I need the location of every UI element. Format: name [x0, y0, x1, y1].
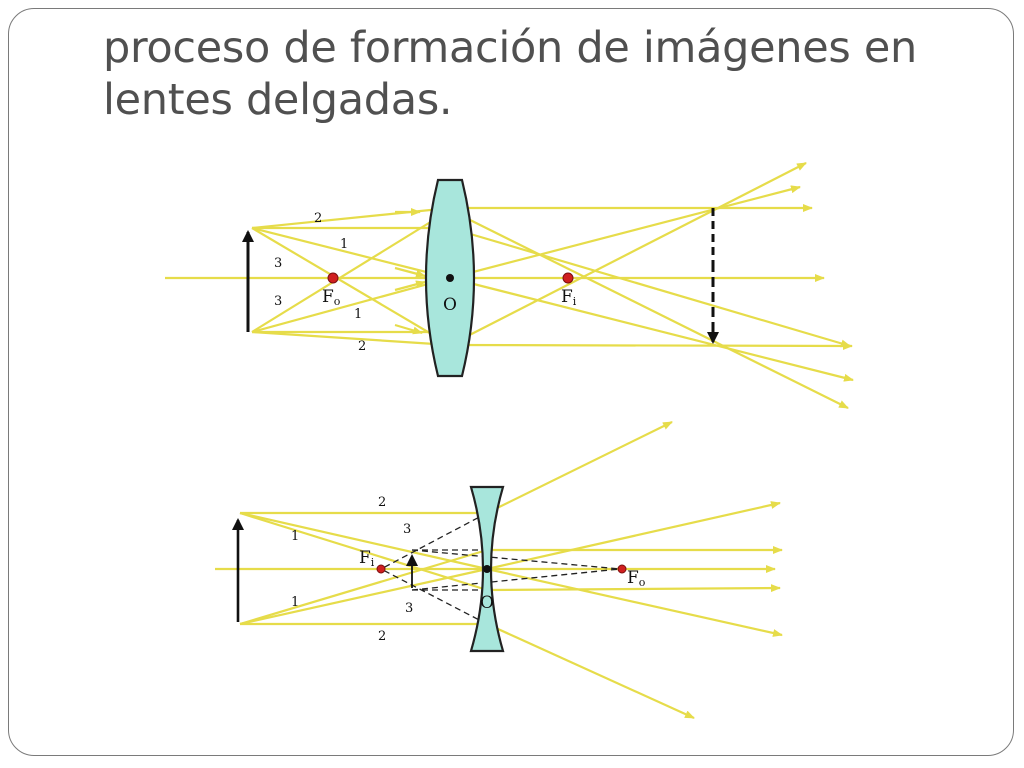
- ray-1-top-in: [251, 226, 451, 280]
- ray-out-lower-2: [486, 584, 781, 593]
- ray-label: 1: [291, 595, 299, 610]
- ray-3-bottom-in: [251, 209, 451, 333]
- image-focus-bottom: [376, 564, 386, 574]
- ray-label: 3: [274, 256, 282, 271]
- diverging-lens-diagram: O Fi Fo 2 1 3 1 3 2: [215, 421, 783, 720]
- ray-in-bottom-center: [239, 567, 488, 626]
- ray-label: 2: [358, 339, 366, 354]
- ray-out-down-far: [486, 622, 695, 720]
- ray-label: 1: [354, 307, 362, 322]
- converging-lens-diagram: O Fo Fi 2 1 3 3 1 2: [165, 162, 854, 409]
- ray-label: 2: [378, 629, 386, 644]
- ray-out-5: [449, 341, 853, 350]
- ray-label: 1: [340, 237, 348, 252]
- object-focus-bottom: [617, 564, 627, 574]
- ray-label: 2: [314, 211, 322, 226]
- object-focus-top: [327, 272, 339, 284]
- virtual-line: [411, 568, 621, 591]
- ray-arrow-b: [394, 266, 426, 278]
- ray-label: 1: [291, 529, 299, 544]
- ray-out-4: [449, 226, 851, 348]
- ray-out-2: [449, 185, 801, 280]
- ray-2-top-in: [251, 206, 451, 230]
- ray-label: 3: [403, 522, 411, 537]
- ray-out-up-far: [486, 421, 673, 514]
- ray-arrow-c: [394, 280, 426, 292]
- image-focus-label-top: Fi: [561, 287, 577, 308]
- ray-out-7: [449, 209, 849, 409]
- image-focus-label-bottom: Fi: [359, 548, 375, 569]
- virtual-line: [380, 512, 488, 570]
- ray-arrow-d: [394, 323, 423, 335]
- ray-label: 3: [274, 294, 282, 309]
- virtual-line: [411, 549, 621, 570]
- lens-center-bottom: [483, 565, 491, 573]
- ray-out-6: [449, 276, 854, 382]
- ray-2-bottom-in: [251, 330, 451, 347]
- ray-3-top-in: [251, 227, 451, 346]
- ray-label: 3: [405, 601, 413, 616]
- slide-title: proceso de formación de imágenes en lent…: [103, 23, 917, 125]
- ray-in-bottom-high: [239, 548, 488, 626]
- lens-center-label-bottom: O: [480, 593, 494, 613]
- virtual-line: [380, 568, 488, 625]
- lens-center-top: [446, 274, 454, 282]
- object-focus-label-top: Fo: [322, 287, 341, 308]
- image-focus-top: [562, 272, 574, 284]
- lens-center-label-top: O: [443, 295, 457, 315]
- object-focus-label-bottom: Fo: [627, 568, 646, 589]
- ray-out-lower-1: [486, 567, 783, 637]
- ray-in-top-center: [239, 511, 488, 571]
- ray-out-3: [449, 162, 807, 346]
- slide-frame: [8, 8, 1014, 756]
- ray-label: 2: [378, 495, 386, 510]
- ray-out-upper-1: [486, 501, 781, 571]
